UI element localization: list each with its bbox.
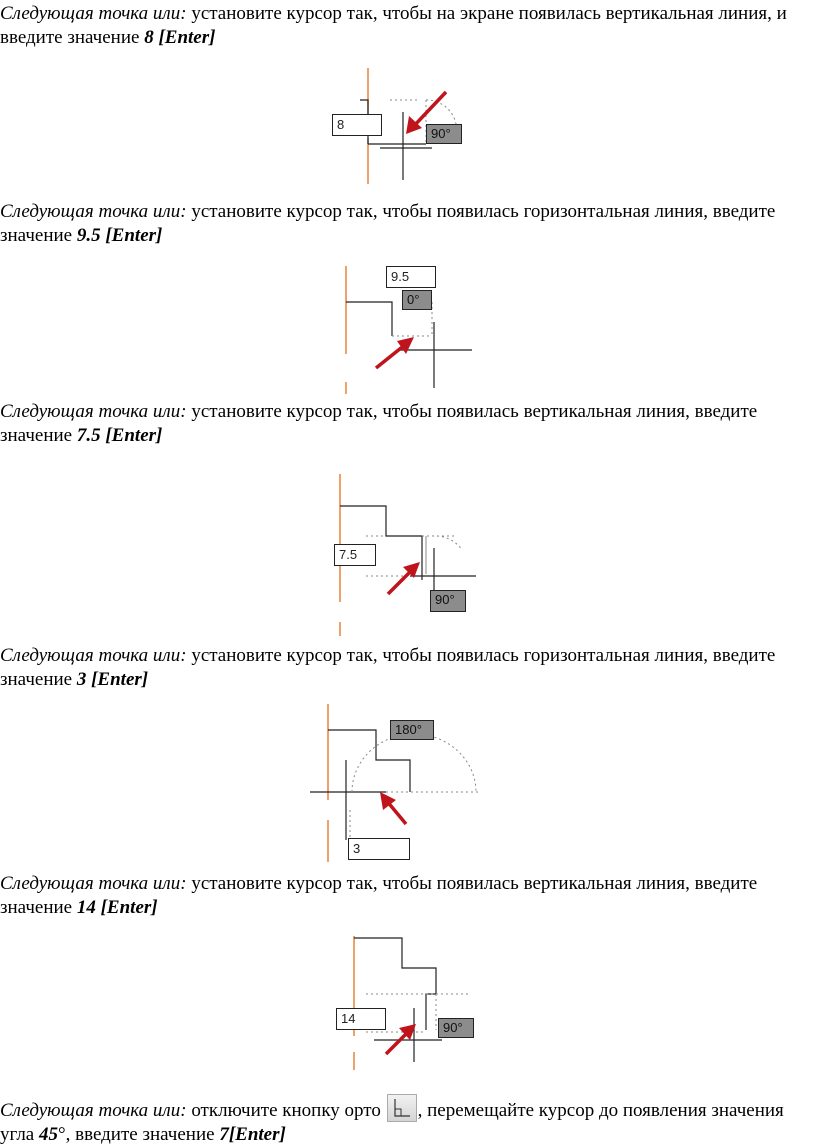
input-value: 7 [219, 1124, 229, 1145]
prompt-label: Следующая точка или: [0, 873, 187, 894]
step-5-instruction: Следующая точка или: установите курсор т… [0, 873, 758, 918]
step-5-figure: 14 90° [330, 932, 480, 1074]
step-3-instruction: Следующая точка или: установите курсор т… [0, 401, 758, 446]
input-value: 8 [144, 27, 154, 48]
prompt-label: Следующая точка или: [0, 3, 187, 24]
prompt-label: Следующая точка или: [0, 1100, 187, 1121]
step-1-figure: 8 90° [310, 62, 510, 194]
angle-tooltip: 90° [426, 124, 462, 144]
angle-tooltip: 0° [402, 290, 432, 310]
input-value: 9.5 [76, 225, 101, 246]
cad-drawing [360, 68, 457, 190]
angle-tooltip: 90° [430, 590, 466, 612]
step-6-instruction: Следующая точка или: отключите кнопку ор… [0, 1094, 812, 1147]
step-1-instruction: Следующая точка или: установите курсор т… [0, 3, 787, 48]
input-value: 7.5 [76, 425, 101, 446]
step-3-figure: 7.5 90° [330, 470, 480, 640]
cad-drawing [353, 936, 470, 1070]
length-input[interactable]: 3 [348, 838, 410, 860]
input-value: 14 [76, 897, 96, 918]
step-2-figure: 9.5 0° [336, 262, 480, 398]
prompt-label: Следующая точка или: [0, 401, 187, 422]
step-4-figure: 3 180° [310, 700, 490, 866]
length-input[interactable]: 7.5 [334, 544, 376, 566]
ortho-mode-icon[interactable] [386, 1094, 417, 1122]
angle-value: 45 [39, 1124, 58, 1145]
prompt-label: Следующая точка или: [0, 645, 187, 666]
length-input[interactable]: 14 [336, 1008, 386, 1030]
angle-tooltip: 180° [390, 720, 434, 740]
angle-tooltip: 90° [438, 1018, 474, 1038]
prompt-label: Следующая точка или: [0, 201, 187, 222]
cad-drawing [310, 704, 478, 862]
length-input[interactable]: 9.5 [386, 266, 436, 288]
length-input[interactable]: 8 [332, 114, 382, 136]
input-value: 3 [76, 669, 87, 690]
step-4-instruction: Следующая точка или: установите курсор т… [0, 645, 776, 690]
cad-drawing [345, 266, 472, 394]
step-2-instruction: Следующая точка или: установите курсор т… [0, 201, 776, 246]
